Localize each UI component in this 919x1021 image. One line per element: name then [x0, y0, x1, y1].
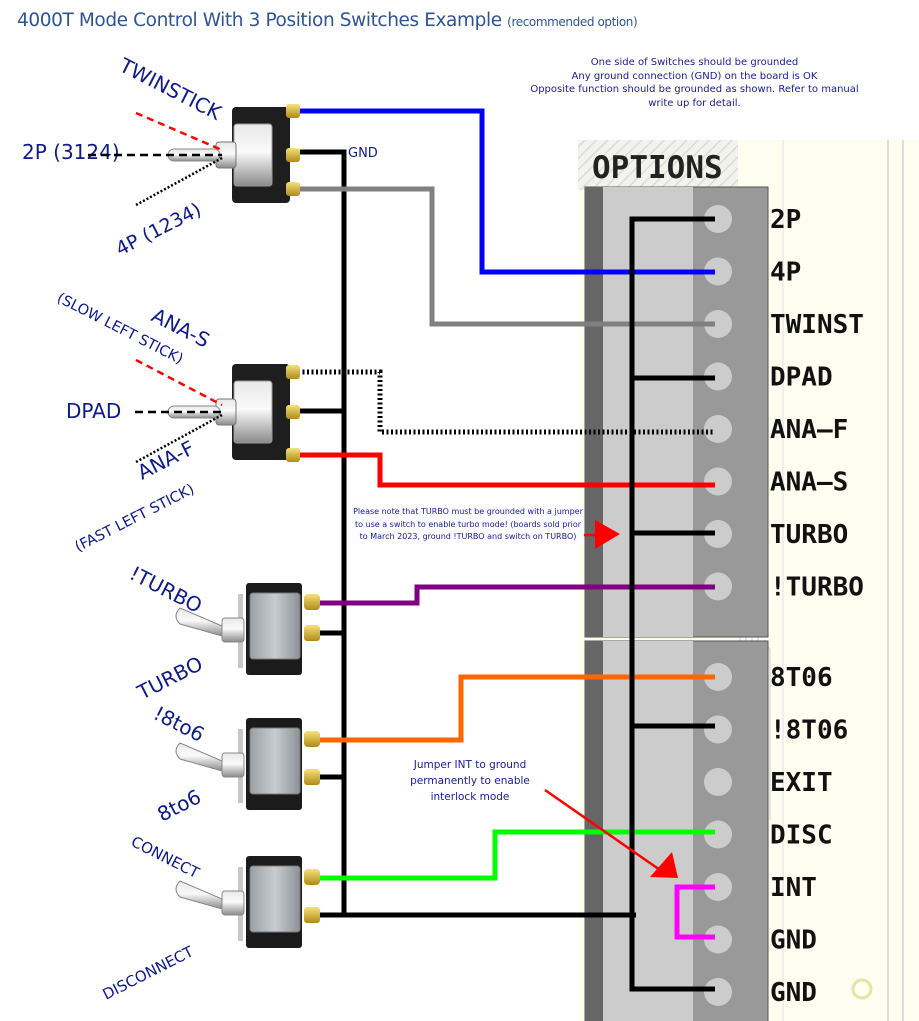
pin-label: TURBO — [770, 520, 848, 550]
pin-pad — [704, 820, 732, 849]
wire-purple-iturbo — [320, 584, 715, 606]
wire-blue-4p — [298, 108, 715, 275]
title-sub: (recommended option) — [507, 15, 638, 29]
screw-terminal-bottom — [304, 907, 320, 923]
switch-labels: TWINSTICK 2P (3124) 4P (1234) ANA-S (SLO… — [22, 53, 226, 1004]
toggle-lever[interactable] — [175, 607, 223, 637]
grounding-note: One side of Switches should be grounded … — [470, 56, 919, 110]
pin-pad — [704, 715, 732, 744]
note-line: One side of Switches should be grounded — [590, 57, 799, 68]
pin-pad — [704, 467, 732, 496]
wire-orange-8to6 — [320, 674, 715, 743]
toggle-switch-3pos[interactable] — [167, 104, 300, 203]
screw-terminal-bottom — [304, 625, 320, 641]
screw-terminal-bottom — [286, 448, 300, 462]
pin-label: !8T06 — [770, 716, 848, 746]
screw-terminal-top — [304, 731, 320, 747]
pin-label: !TURBO — [770, 573, 864, 603]
pin-label: 2P — [770, 205, 801, 235]
pin-label: DISC — [770, 821, 833, 851]
toggle-switch-3pos[interactable] — [167, 364, 300, 462]
toggle-lever[interactable] — [175, 880, 223, 910]
label-turbo: TURBO — [132, 651, 206, 705]
screw-terminal-gnd — [286, 405, 300, 419]
ground-wire-left — [300, 149, 636, 918]
options-header: OPTIONS — [592, 150, 723, 186]
screw-terminal-top — [304, 869, 320, 885]
pin-label: INT — [770, 873, 817, 903]
wire-dotted-ana-f — [298, 369, 715, 435]
screw-terminal-bottom — [286, 182, 300, 196]
pin-pad — [704, 362, 732, 391]
pin-label: GND — [770, 926, 817, 956]
gnd-label: GND — [348, 146, 378, 161]
pin-pad — [704, 925, 732, 954]
screw-terminal-gnd — [286, 148, 300, 162]
pin-pad — [704, 873, 732, 901]
turbo-note: Please note that TURBO must be grounded … — [352, 506, 584, 544]
note-line: Any ground connection (GND) on the board… — [571, 70, 818, 82]
int-gnd-jumper — [674, 884, 715, 940]
label-connect: CONNECT — [128, 833, 203, 883]
screw-terminal-top — [304, 594, 320, 610]
toggle-lever[interactable] — [175, 742, 223, 772]
pin-label: EXIT — [770, 768, 833, 798]
label-iturbo: !TURBO — [126, 561, 206, 618]
title-main: 4000T Mode Control With 3 Position Switc… — [17, 10, 502, 31]
toggle-switch-2pos[interactable] — [175, 583, 320, 675]
pin-pad — [704, 572, 732, 601]
label-dpad: DPAD — [66, 399, 121, 423]
screw-terminal-top — [286, 104, 300, 118]
toggle-switch-2pos[interactable] — [175, 856, 320, 948]
pin-pad — [704, 768, 732, 796]
pin-label: ANA—S — [770, 468, 848, 498]
pin-label: ANA—F — [770, 415, 848, 445]
options-connector: 2P 4P TWINST DPAD ANA—F ANA—S TURBO !TURBO 8T06!… — [584, 186, 864, 1021]
pin-pad — [704, 415, 732, 443]
pin-label: TWINST — [770, 310, 864, 340]
pin-label: 8T06 — [770, 663, 833, 693]
screw-terminal-top — [286, 365, 300, 379]
pin-pad — [704, 978, 732, 1006]
pin-pad — [704, 205, 732, 233]
pin-pad — [704, 310, 732, 338]
screw-terminal-bottom — [304, 769, 320, 785]
wire-gray-twinst — [298, 186, 715, 327]
int-note-arrow — [544, 788, 678, 878]
label-8to6: 8to6 — [153, 784, 204, 826]
note-line: Opposite function should be grounded as … — [530, 84, 859, 95]
pin-pad — [704, 257, 732, 286]
page-title: 4000T Mode Control With 3 Position Switc… — [17, 10, 638, 31]
pin-label: 4P — [770, 258, 801, 288]
label-twinstick: TWINSTICK — [115, 53, 226, 126]
interlock-note: Jumper INT to ground permanently to enab… — [410, 759, 530, 803]
toggle-switch-2pos[interactable] — [175, 718, 320, 810]
pin-label: GND — [770, 978, 817, 1008]
label-fast-left-stick: (FAST LEFT STICK) — [73, 482, 198, 556]
label-ana-f: ANA-F — [133, 436, 198, 485]
pin-pad — [704, 520, 732, 548]
label-4p: 4P (1234) — [112, 199, 205, 261]
switches — [167, 104, 320, 948]
position-indicators — [88, 111, 223, 464]
pin-label: DPAD — [770, 363, 833, 393]
pin-pad — [704, 663, 732, 691]
label-2p: 2P (3124) — [22, 140, 120, 164]
ground-wire-board — [629, 216, 715, 992]
label-i8to6: !8to6 — [150, 701, 209, 747]
note-line: write up for detail. — [648, 97, 741, 109]
label-disconnect: DISCONNECT — [100, 942, 197, 1004]
wire-red-ana-s — [298, 452, 715, 488]
mounting-hole — [851, 978, 873, 1000]
